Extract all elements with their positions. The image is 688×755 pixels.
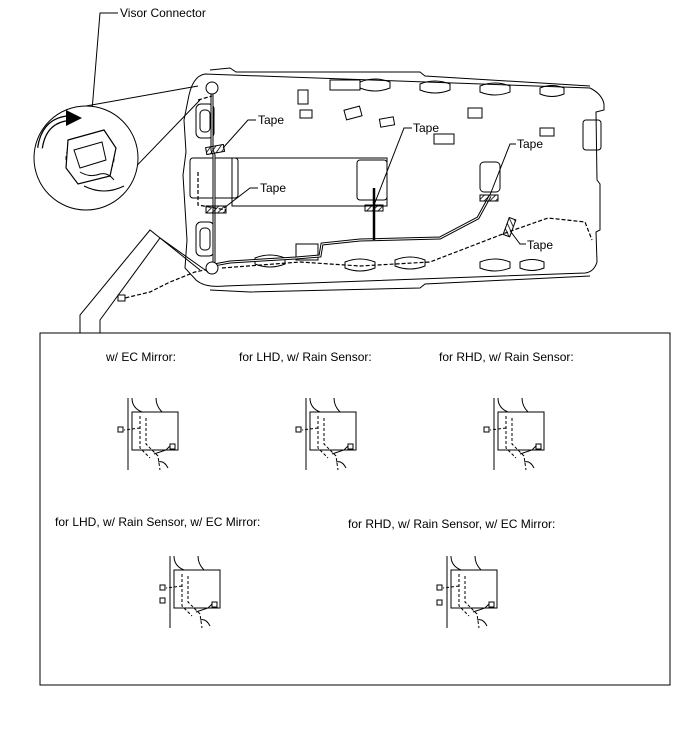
- tape-mark: [205, 143, 226, 156]
- variant-label-lhd-rain: for LHD, w/ Rain Sensor:: [239, 350, 372, 364]
- tape-mark: [502, 216, 517, 238]
- variant-label-rhd-rain-ec: for RHD, w/ Rain Sensor, w/ EC Mirror:: [348, 517, 556, 531]
- variant-sketch-rhd-rain: [483, 397, 545, 471]
- variant-label-lhd-rain-ec: for LHD, w/ Rain Sensor, w/ EC Mirror:: [55, 515, 261, 529]
- variant-sketch-rhd-rain-ec: [436, 555, 498, 629]
- tape-label-1: Tape: [258, 113, 285, 127]
- variant-sketch-lhd-rain-ec: [159, 555, 221, 629]
- tape-mark: [479, 194, 499, 202]
- variant-label-rhd-rain: for RHD, w/ Rain Sensor:: [439, 350, 574, 364]
- tape-label-5: Tape: [527, 238, 554, 252]
- variants-box: [39, 332, 671, 686]
- tape-mark: [364, 204, 384, 212]
- main-harness: [117, 88, 593, 302]
- variant-label-ec-mirror: w/ EC Mirror:: [106, 350, 176, 364]
- visor-connector-inset: [33, 85, 201, 211]
- tape-label-3: Tape: [413, 121, 440, 135]
- leader-lines: [89, 12, 526, 245]
- variant-sketch-lhd-rain: [295, 397, 357, 471]
- tape-label-4: Tape: [517, 137, 544, 151]
- tape-mark: [205, 205, 227, 214]
- box-leaders: [79, 229, 209, 333]
- variant-sketch-ec-mirror: [117, 397, 179, 471]
- visor-connector-label: Visor Connector: [120, 6, 206, 20]
- headliner-outline: [182, 67, 605, 293]
- tape-label-2: Tape: [260, 181, 287, 195]
